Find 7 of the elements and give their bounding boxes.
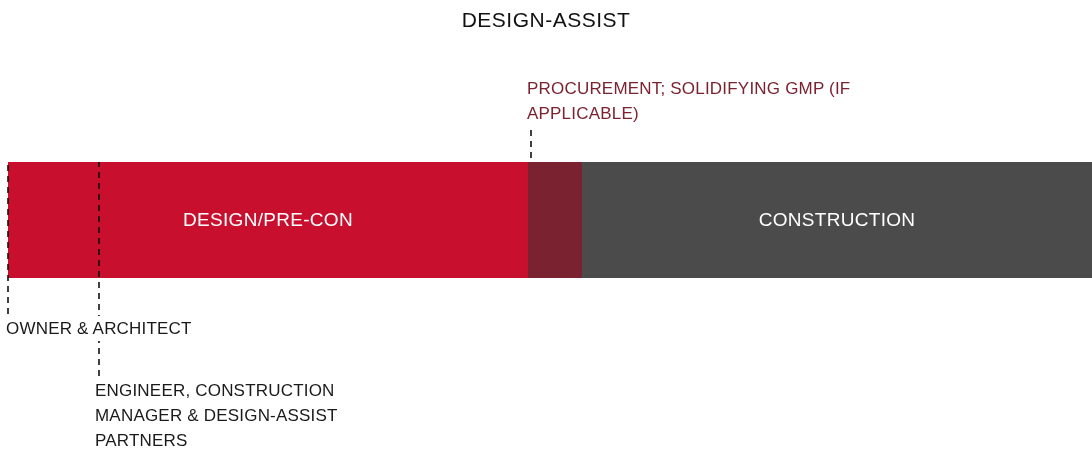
phase-bar [582,162,1092,278]
leader-line [98,161,100,377]
phase-segment [528,162,582,278]
phase-bar [8,162,528,278]
phase-label: CONSTRUCTION [758,209,916,231]
phase-label: DESIGN/PRE-CON [183,209,353,231]
diagram-title: DESIGN-ASSIST [460,8,632,32]
